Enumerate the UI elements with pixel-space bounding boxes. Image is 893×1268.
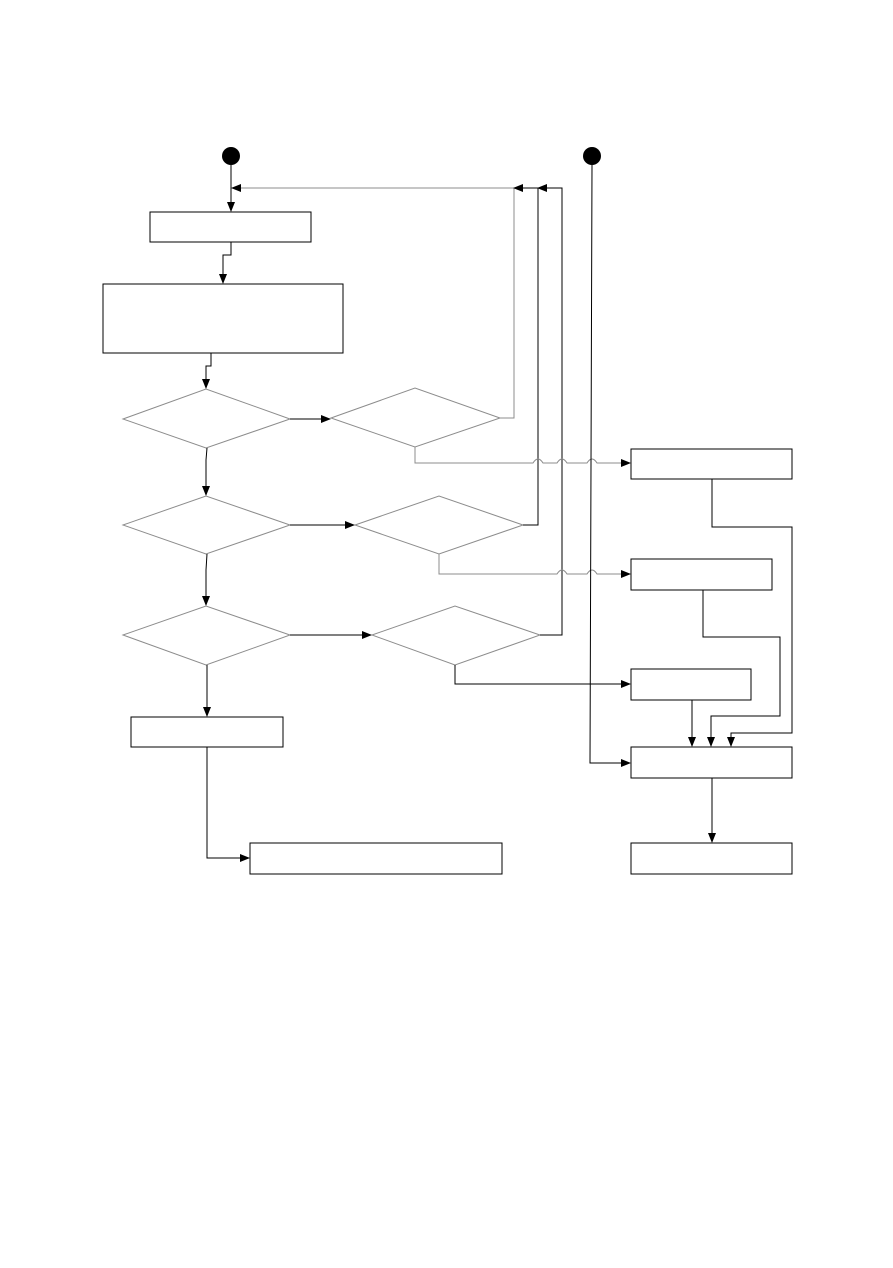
connector-loop-d3b [537, 184, 563, 636]
process-box-left-end [130, 716, 284, 748]
process-box-right-merge [630, 746, 793, 779]
process-box-right-2 [630, 558, 773, 591]
start-terminal-b [583, 147, 601, 165]
process-box-2 [102, 283, 344, 354]
connector-right2-to-merge [702, 590, 781, 747]
connector-loop-d1b [231, 184, 515, 419]
connector-leftend-to-bottommid [206, 747, 250, 862]
decision-diamond-3 [121, 605, 292, 666]
connector-d2b-to-right2 [438, 554, 631, 578]
decision-diamond-3b [370, 605, 542, 666]
process-box-bottom-mid [249, 842, 503, 875]
process-box-right-end [630, 842, 793, 875]
process-box-1 [149, 211, 312, 243]
connector-d1-to-d2 [202, 447, 210, 496]
connector-d2-to-d3 [202, 553, 210, 606]
process-box-right-3 [630, 668, 752, 701]
decision-diamond-1b [329, 387, 502, 448]
connector-loop-d2b [513, 184, 539, 526]
connectors [202, 164, 793, 862]
connector-box2-to-decision1 [202, 353, 212, 389]
decision-diamond-2 [121, 495, 292, 555]
decision-diamond-2b [353, 495, 525, 555]
connector-box1-to-box2 [219, 242, 232, 284]
connector-d1b-to-right1 [414, 447, 631, 467]
connector-startb-to-merge [589, 164, 631, 767]
connector-d3b-to-right3 [454, 665, 631, 688]
decision-diamond-1 [121, 388, 292, 449]
connector-right1-to-merge [711, 479, 793, 747]
start-terminal-a [222, 147, 240, 165]
process-box-right-1 [630, 448, 793, 480]
